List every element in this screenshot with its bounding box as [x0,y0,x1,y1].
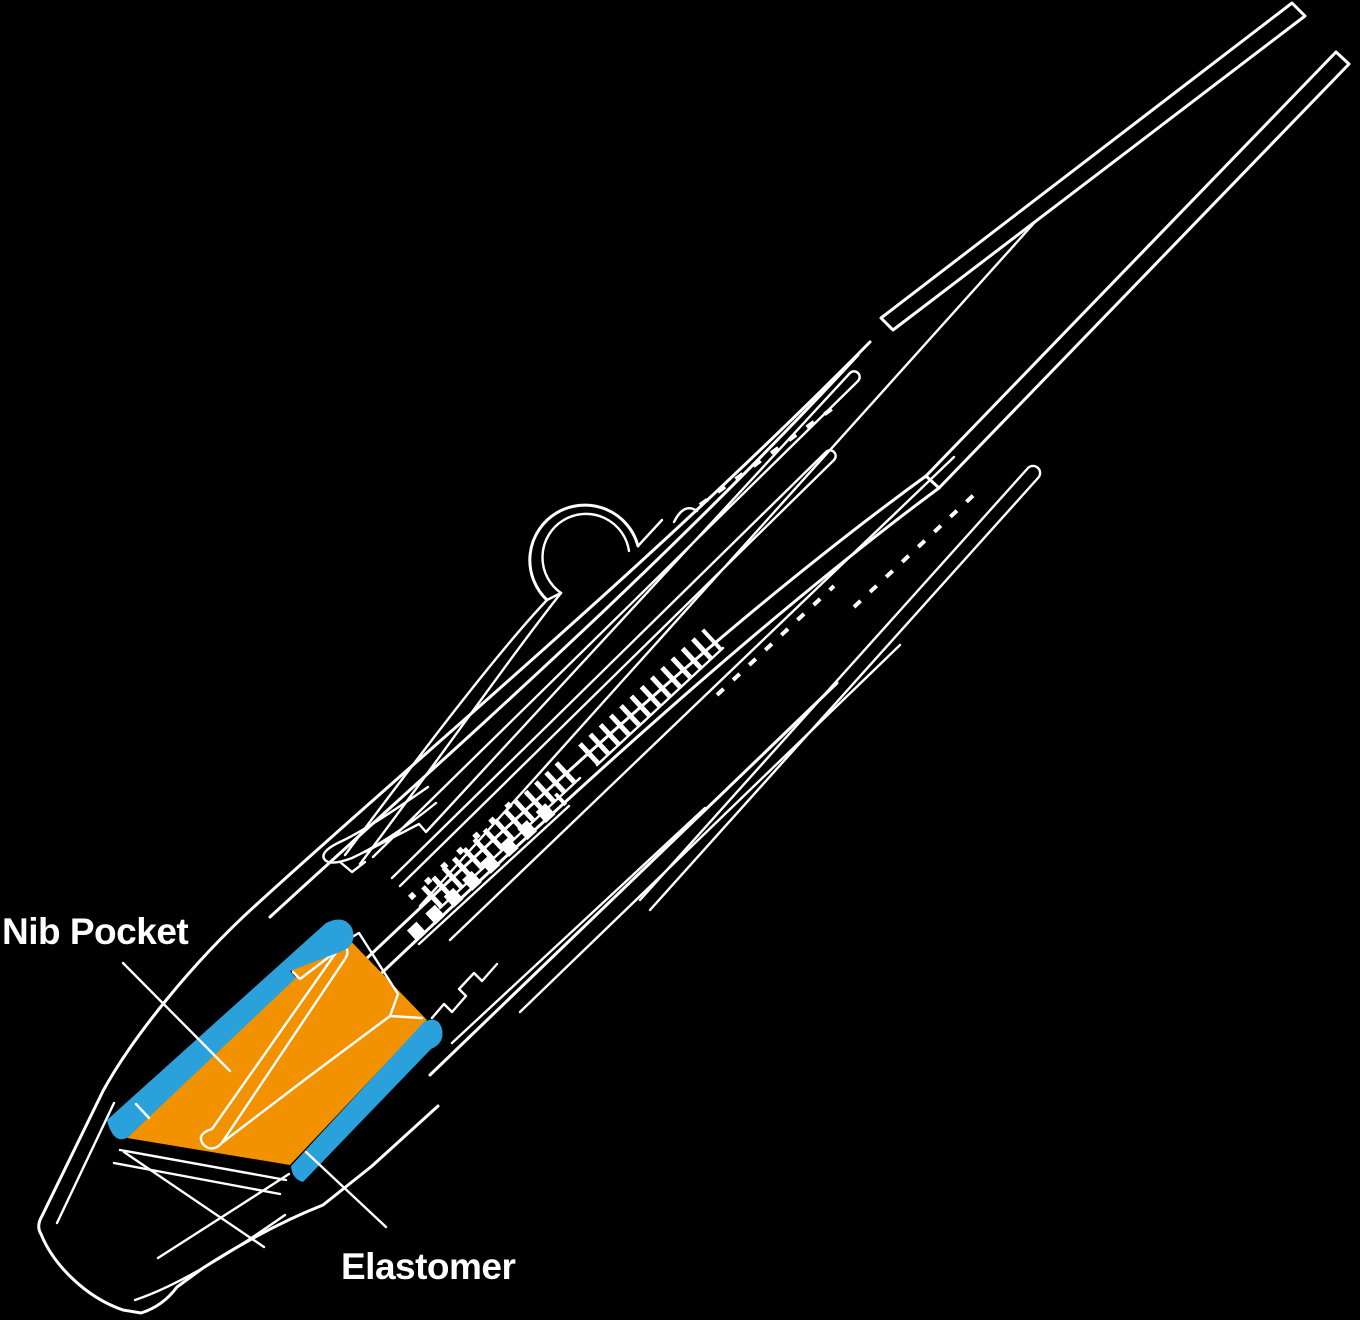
nib-body-wedge [221,931,400,1144]
annotations: Nib Pocket Elastomer [2,911,516,1287]
elastomer-strip-top [107,919,354,1140]
nib-pocket-leader-line [121,961,232,1073]
loop-end-cap-rear [636,518,664,548]
elastomer-strips [107,919,443,1182]
internal-chassis [363,220,1042,1077]
loop-sweep-curve-2 [358,591,563,866]
tail-wall-lower [924,50,1351,490]
inner-strip-rounded [638,464,1042,912]
cone-brace-1 [122,1150,266,1249]
body-bottom-inner [450,806,707,1045]
cover-line-2 [268,353,860,919]
barrel-tail-walls [879,1,1351,490]
elastomer-strip-bottom [291,1019,443,1182]
loop-outer-arc [528,503,640,602]
cone-inner-bottom [133,1213,287,1302]
loop-inner-arc [541,512,631,595]
stepped-seat-outline [430,962,499,1020]
elastomer-label: Elastomer [341,1246,516,1287]
castellation-baseline [417,804,571,946]
nib-pocket-step-line [291,942,348,981]
nib-pocket-fill [127,932,427,1165]
cone-brace-2 [156,1172,291,1260]
cover-line-4 [293,486,941,1057]
cone-facet-bevel-2 [112,1161,282,1196]
cover-line-1 [254,340,872,907]
body-bottom-silhouette [428,681,839,1077]
cover-tongue-hook [322,785,438,864]
inner-line-5 [518,643,902,1014]
cone-facet-left [55,1101,116,1225]
retaining-loop [343,503,664,866]
thread-bead-row [407,792,523,901]
comb-rear-baseline [595,646,725,767]
comb-front-baseline [438,776,582,910]
front-cone [37,903,440,1315]
tail-wall-upper [879,1,1307,332]
nib-pocket-region [127,932,427,1165]
nib-pocket-label: Nib Pocket [2,911,188,952]
cover-tongue-step [338,860,367,874]
cone-facet-bevel-1 [118,1148,288,1182]
outer-cover-lines [254,340,941,1057]
castellation-row [406,792,568,942]
thread-dash-row-3 [698,406,835,507]
inner-strip-2 [390,449,837,888]
thread-dash-row-2 [852,489,980,609]
nib-core-teardrop [199,942,349,1150]
elastomer-top-notch [134,1102,151,1120]
nib-outline [199,931,424,1150]
cover-tab-bump [672,507,699,524]
comb-rack-front [421,758,579,908]
nib-body-base [388,1014,424,1020]
inner-line-4 [448,455,956,942]
comb-rack-rear [578,628,722,765]
loop-sweep-curve-1 [343,598,549,857]
inner-strip-1 [363,370,861,859]
elastomer-leader-line [304,1150,388,1229]
inner-line-long [418,220,1037,908]
thread-dash-row-1 [715,584,836,697]
spring-thread-sections [406,628,725,1020]
